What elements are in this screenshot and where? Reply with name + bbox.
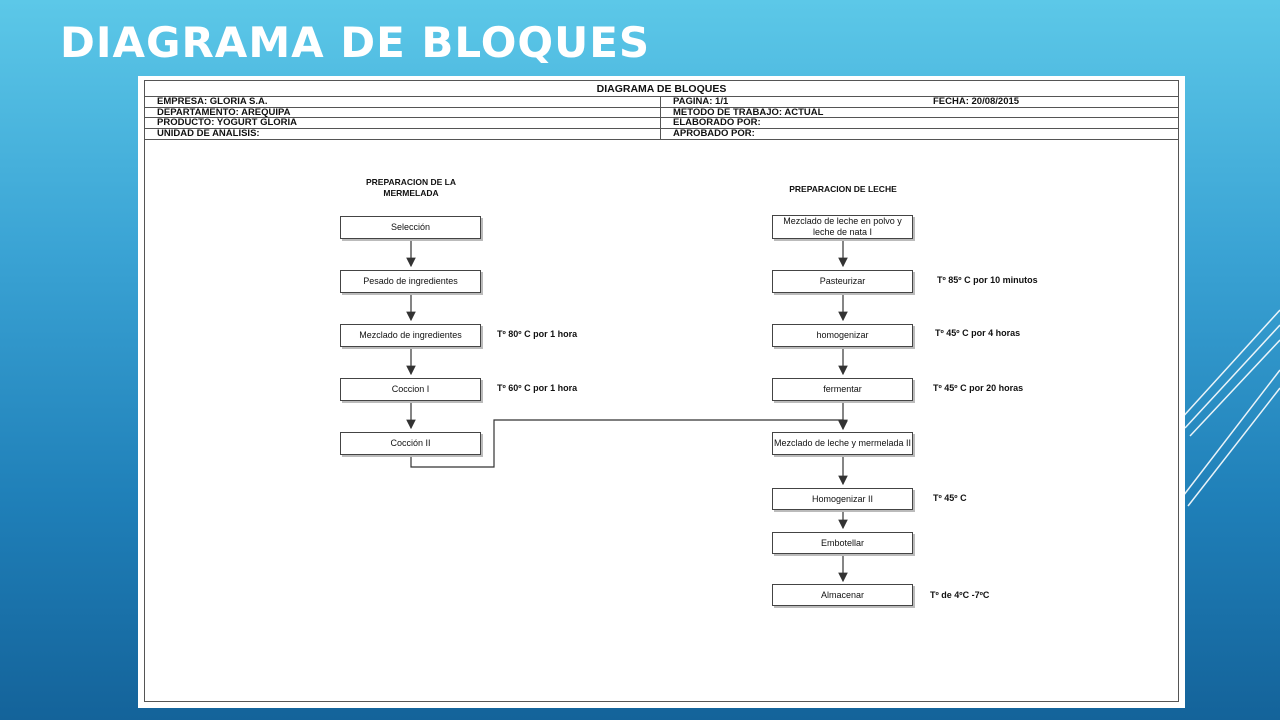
node-mezclado-mermelada: Mezclado de leche y mermelada II [772,432,913,455]
decorative-lines [1180,309,1280,507]
node-coccion2: Cocción II [340,432,481,455]
node-homogenizar: homogenizar [772,324,913,347]
node-mezclado-leche-polvo: Mezclado de leche en polvo y leche de na… [772,215,913,239]
metodo-field: METODO DE TRABAJO: ACTUAL [673,107,824,117]
node-fermentar: fermentar [772,378,913,401]
flow-connectors [406,239,848,583]
header-row-2: DEPARTAMENTO: AREQUIPA METODO DE TRABAJO… [145,107,1178,118]
node-almacenar: Almacenar [772,584,913,606]
node-pesado: Pesado de ingredientes [340,270,481,293]
node-pasteurizar: Pasteurizar [772,270,913,293]
header-row-4: UNIDAD DE ANALISIS: APROBADO POR: [145,128,1178,139]
elaborado-field: ELABORADO POR: [673,118,761,128]
node-mezclado-ingredientes: Mezclado de ingredientes [340,324,481,347]
note-coccion1: Tº 60º C por 1 hora [497,383,578,393]
document-header: DIAGRAMA DE BLOQUES EMPRESA: GLORIA S.A.… [145,81,1178,140]
header-row-1: EMPRESA: GLORIA S.A. PAGINA: 1/1 FECHA: … [145,97,1178,108]
block-diagram-document: DIAGRAMA DE BLOQUES EMPRESA: GLORIA S.A.… [138,76,1185,708]
unidad-field: UNIDAD DE ANALISIS: [145,128,661,139]
node-embotellar: Embotellar [772,532,913,554]
empresa-field: EMPRESA: GLORIA S.A. [145,97,661,107]
note-pasteurizar: Tº 85º C por 10 minutos [937,275,1038,285]
document-title: DIAGRAMA DE BLOQUES [145,81,1178,97]
header-row-3: PRODUCTO: YOGURT GLORIA ELABORADO POR: [145,118,1178,129]
note-mezclado-ingredientes: Tº 80º C por 1 hora [497,329,578,339]
fecha-field: FECHA: 20/08/2015 [933,97,1020,107]
slide-title: DIAGRAMA DE BLOQUES [60,18,651,67]
note-homogenizar2: Tº 45º C [933,493,967,503]
note-fermentar: Tº 45º C por 20 horas [933,383,1024,393]
section-title-leche: PREPARACION DE LECHE [789,184,897,194]
node-seleccion: Selección [340,216,481,239]
aprobado-field: APROBADO POR: [673,128,755,139]
node-coccion1: Coccion I [340,378,481,401]
note-homogenizar: Tº 45º C por 4 horas [935,328,1021,338]
section-title-mermelada: PREPARACION DE LA MERMELADA [365,177,457,198]
note-almacenar: Tº de 4ºC -7ºC [930,590,990,600]
departamento-field: DEPARTAMENTO: AREQUIPA [145,107,661,117]
producto-field: PRODUCTO: YOGURT GLORIA [145,118,661,128]
node-homogenizar2: Homogenizar II [772,488,913,510]
document-frame: DIAGRAMA DE BLOQUES EMPRESA: GLORIA S.A.… [144,80,1179,702]
pagina-field: PAGINA: 1/1 [673,97,729,107]
